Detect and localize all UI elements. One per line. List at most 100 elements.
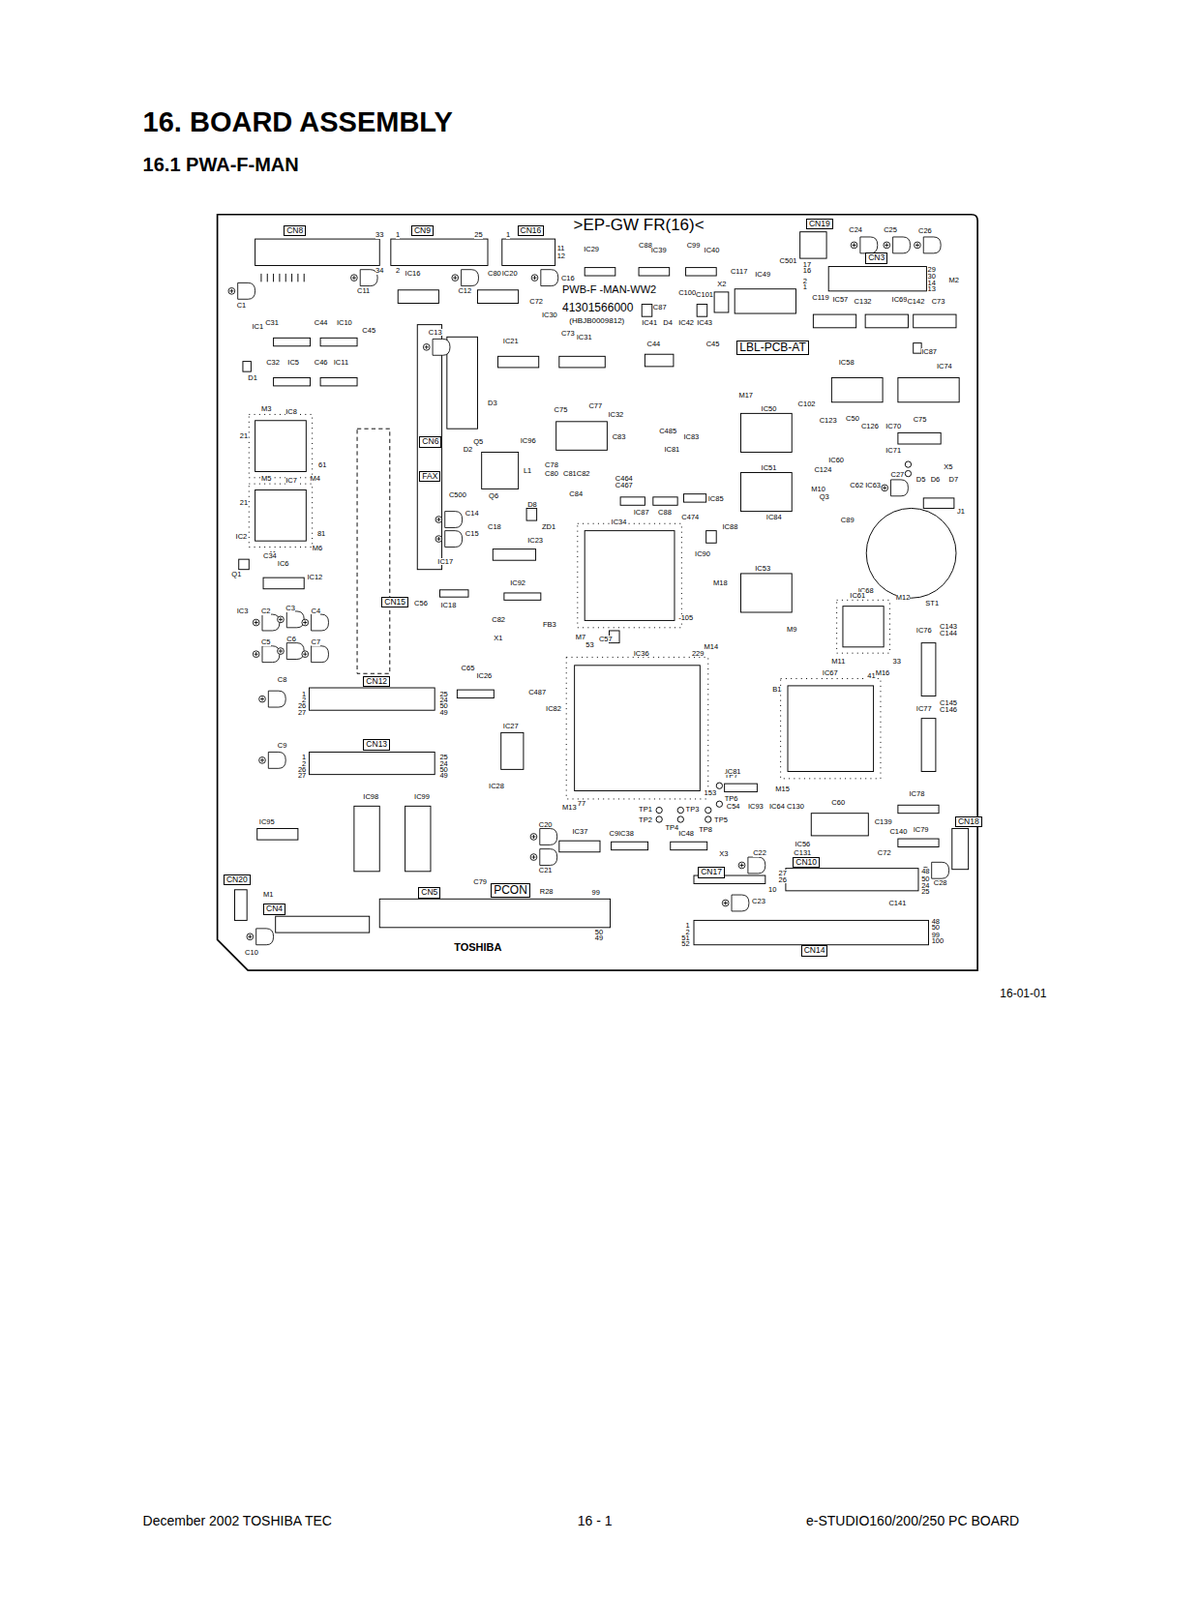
part-label: C78: [544, 461, 559, 470]
part-label: C87: [653, 303, 667, 312]
part-label: M14: [704, 643, 720, 652]
part-label: IC81: [663, 446, 680, 454]
part-label: C72: [529, 298, 543, 306]
part-label: 50: [921, 875, 930, 884]
part-label: IC8: [285, 408, 298, 417]
part-label: C44: [647, 340, 661, 349]
part-label: C65: [461, 664, 476, 673]
part-label: TP6: [724, 795, 739, 804]
connector-label-box: CN16: [517, 225, 545, 237]
part-label: C23: [751, 898, 766, 906]
part-label: M3: [261, 405, 271, 414]
part-label: IC79: [913, 826, 930, 835]
subsection-title: 16.1 PWA-F-MAN: [143, 154, 300, 175]
part-label: IC18: [441, 601, 457, 610]
part-label: M1: [263, 891, 273, 900]
part-label: C32: [266, 359, 280, 367]
connector-name: CN3: [868, 253, 885, 263]
connector-label-box: CN19: [806, 218, 834, 230]
part-label: C20: [539, 821, 553, 830]
connector-label-box: CN13: [362, 739, 390, 750]
part-label: C15: [465, 530, 480, 539]
part-label: IC29: [583, 245, 600, 254]
part-label: 229: [691, 650, 705, 659]
part-label: Q1: [231, 570, 241, 579]
part-label: IC83: [683, 433, 699, 442]
part-label: IC2: [236, 533, 248, 541]
part-label: C56: [414, 600, 428, 608]
part-label: C123: [819, 417, 838, 425]
part-label: C75: [913, 416, 928, 424]
part-label: C467: [615, 481, 633, 490]
part-label: 48: [921, 868, 930, 876]
part-label: M4: [310, 475, 321, 483]
connector-label-box: CN6: [419, 436, 442, 448]
part-label: C1: [237, 301, 247, 310]
part-label: 50: [931, 924, 940, 932]
part-label: M17: [738, 391, 753, 400]
connector-name: CN13: [365, 740, 388, 750]
part-label: IC87: [633, 509, 650, 517]
part-label: C126: [861, 422, 879, 431]
part-label: C24: [848, 226, 863, 235]
part-label: 2: [395, 267, 400, 275]
part-label: IC90: [694, 550, 711, 559]
part-label: 11: [557, 244, 566, 253]
part-label: D2: [463, 446, 474, 454]
part-label: C146: [939, 706, 958, 715]
part-label: IC27: [503, 722, 519, 731]
part-label: IC31: [576, 333, 593, 342]
part-label: M11: [831, 658, 845, 666]
part-label: C60: [831, 799, 845, 808]
connector-label-box: FAX: [419, 471, 441, 482]
part-label: C4: [311, 607, 322, 616]
part-label: C45: [361, 327, 376, 335]
part-label: IC41: [641, 319, 658, 328]
part-label: IC87: [921, 348, 937, 357]
part-label: 10: [768, 886, 777, 895]
part-label: 100: [931, 937, 945, 946]
part-label: IC48: [678, 830, 694, 839]
part-label: Q3: [819, 493, 830, 502]
part-label: M15: [775, 785, 790, 794]
connector-name: CN6: [421, 437, 439, 447]
connector-name: CN9: [414, 226, 431, 236]
part-label: C22: [752, 849, 767, 858]
part-label: 21: [240, 499, 248, 508]
part-label: IC20: [502, 270, 518, 278]
part-label: 25: [921, 888, 930, 897]
part-label: C82: [491, 616, 506, 625]
part-label: IC51: [761, 464, 778, 473]
part-label: TP8: [698, 826, 713, 835]
connector-name: CN17: [700, 868, 722, 877]
part-label: 25: [474, 231, 482, 240]
part-label: IC99: [414, 793, 430, 802]
part-label: IC64: [769, 803, 785, 811]
maker-mark: TOSHIBA: [453, 942, 502, 954]
part-label: C100: [678, 289, 696, 298]
part-label: 26: [779, 876, 787, 885]
part-label: C3: [285, 604, 296, 613]
part-label: 34: [375, 267, 384, 275]
part-label: C50: [845, 415, 860, 423]
part-label: IC85: [708, 495, 724, 504]
connector-label-box: CN9: [411, 225, 434, 237]
part-label: TP5: [714, 816, 728, 825]
part-label: IC16: [405, 270, 421, 278]
part-label: M6: [312, 544, 323, 553]
part-label: M9: [786, 626, 797, 634]
connector-name: CN20: [226, 875, 248, 885]
part-label: C6: [286, 635, 297, 644]
part-label: IC17: [437, 558, 453, 567]
section-title: 16. BOARD ASSEMBLY: [143, 108, 453, 137]
part-label: IC42: [678, 319, 694, 328]
part-label: IC98: [362, 793, 379, 802]
part-label: C57: [599, 635, 613, 644]
part-label: TP1: [638, 806, 653, 814]
page-number: 16 - 1: [577, 1514, 613, 1529]
part-label: IC58: [839, 359, 855, 367]
connector-name: CN12: [365, 677, 388, 687]
part-label: IC53: [754, 565, 771, 573]
part-label: C31: [265, 319, 279, 328]
